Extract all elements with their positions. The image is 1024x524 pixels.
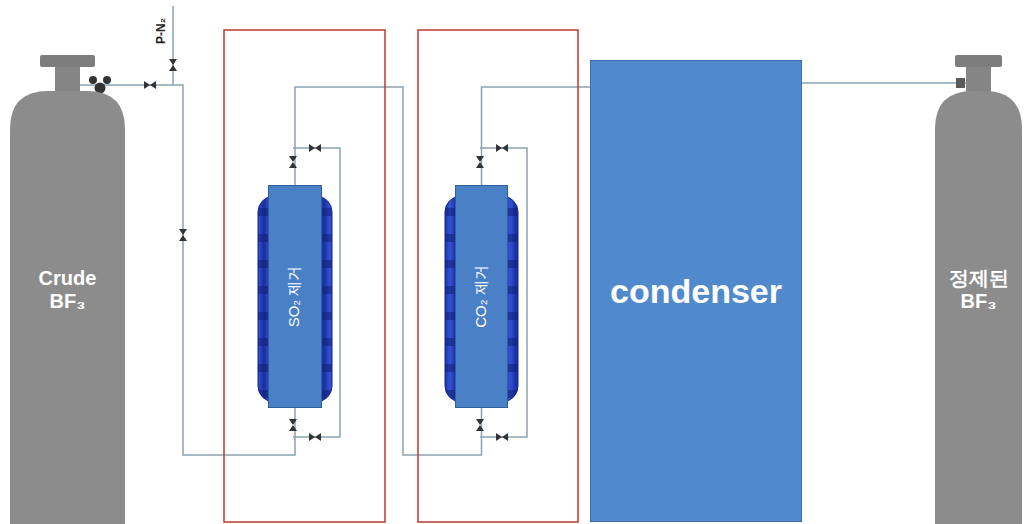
gas-cylinder: Crude BF₃ (10, 55, 125, 524)
cylinder-neck (55, 67, 80, 93)
cylinder-label: 정제된 BF₃ (948, 267, 1010, 313)
adsorption-column: CO₂ 제거 (455, 185, 508, 408)
cylinder-valve (956, 78, 965, 88)
pipe-label: P-N₂ (154, 18, 168, 44)
valve (144, 59, 508, 441)
cylinder-label: Crude BF₃ (32, 267, 104, 313)
pipe (173, 6, 527, 437)
unit-label: condenser (610, 272, 782, 311)
cylinder-body (10, 91, 125, 524)
cylinder-body (935, 91, 1022, 524)
cylinder-cap (40, 55, 95, 67)
column-label: SO₂ 제거 (286, 266, 305, 328)
column-label: CO₂ 제거 (472, 265, 491, 328)
unit-frame (418, 30, 578, 522)
adsorption-column: SO₂ 제거 (268, 185, 322, 408)
pipe (802, 82, 966, 84)
condenser-box: condenser (590, 60, 802, 522)
unit-frame (224, 30, 385, 522)
gas-cylinder: 정제된 BF₃ (935, 55, 1022, 524)
regulator (89, 76, 111, 94)
pipe (482, 87, 591, 185)
cylinder-cap (955, 55, 1002, 67)
cylinder-neck (966, 67, 991, 93)
